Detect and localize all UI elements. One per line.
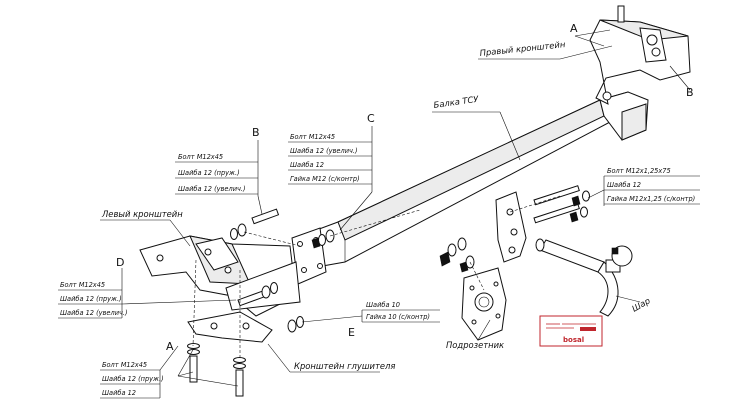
letter-c: C xyxy=(367,112,375,125)
callout-e-item: Шайба 10 xyxy=(366,301,400,309)
letter-b-mid: B xyxy=(252,126,260,139)
callout-a-item: Болт M12x45 xyxy=(102,361,147,369)
callout-a-item: Шайба 12 (пруж.) xyxy=(102,375,164,383)
socket-plate xyxy=(461,267,507,341)
label-socket-plate: Подрозетник xyxy=(446,340,504,350)
label-right-bracket: Правый кронштейн xyxy=(479,39,566,58)
fasteners xyxy=(187,185,590,397)
callout-list-d: Болт M12x45 Шайба 12 (пруж.) Шайба 12 (у… xyxy=(60,281,128,317)
letter-a-top: A xyxy=(570,22,578,35)
callout-right-item: Гайка M12x1,25 (с/контр) xyxy=(607,195,695,203)
callout-list-b: Болт M12x45 Шайба 12 (пруж.) Шайба 12 (у… xyxy=(178,153,246,193)
letter-e: E xyxy=(348,326,355,339)
callout-e-item: Гайка 10 (с/контр) xyxy=(366,313,430,321)
callout-b-item: Шайба 12 (увелич.) xyxy=(178,185,246,193)
callout-list-right: Болт M12x1,25x75 Шайба 12 Гайка M12x1,25… xyxy=(607,167,695,203)
callout-lines xyxy=(58,29,700,399)
callout-list-e: Шайба 10 Гайка 10 (с/контр) xyxy=(366,301,430,321)
callout-a-item: Шайба 12 xyxy=(102,389,136,397)
callout-c-item: Шайба 12 (увелич.) xyxy=(290,147,358,155)
callout-list-a-bottom: Болт M12x45 Шайба 12 (пруж.) Шайба 12 xyxy=(102,361,164,397)
callout-right-item: Шайба 12 xyxy=(607,181,641,189)
callout-b-item: Шайба 12 (пруж.) xyxy=(178,169,240,177)
label-muffler-bracket: Кронштейн глушителя xyxy=(294,361,395,371)
letter-b-top: B xyxy=(686,86,694,99)
letter-a-bottom: A xyxy=(166,340,174,353)
callout-d-item: Шайба 12 (увелич.) xyxy=(60,309,128,317)
callout-d-item: Шайба 12 (пруж.) xyxy=(60,295,122,303)
callout-c-item: Болт M12x45 xyxy=(290,133,335,141)
assembly-guides xyxy=(192,195,561,358)
callout-d-item: Болт M12x45 xyxy=(60,281,105,289)
callout-right-item: Болт M12x1,25x75 xyxy=(607,167,671,175)
callout-c-item: Гайка M12 (с/контр) xyxy=(290,175,360,183)
hitch-mount-plate xyxy=(495,191,527,263)
label-beam: Балка ТСУ xyxy=(433,94,480,110)
callout-b-item: Болт M12x45 xyxy=(178,153,223,161)
tow-beam xyxy=(291,91,649,285)
tow-ball-assembly xyxy=(535,238,633,317)
label-ball: Шар xyxy=(630,295,652,313)
label-left-bracket: Левый кронштейн xyxy=(101,209,183,219)
callout-list-c: Болт M12x45 Шайба 12 (увелич.) Шайба 12 … xyxy=(290,133,360,183)
muffler-bracket xyxy=(187,311,273,343)
right-bracket xyxy=(589,5,691,105)
left-bracket xyxy=(139,235,301,317)
callout-c-item: Шайба 12 xyxy=(290,161,324,169)
bosal-badge: bosal xyxy=(539,315,603,347)
bosal-brand-text: bosal xyxy=(563,336,584,344)
letter-d: D xyxy=(116,256,124,269)
